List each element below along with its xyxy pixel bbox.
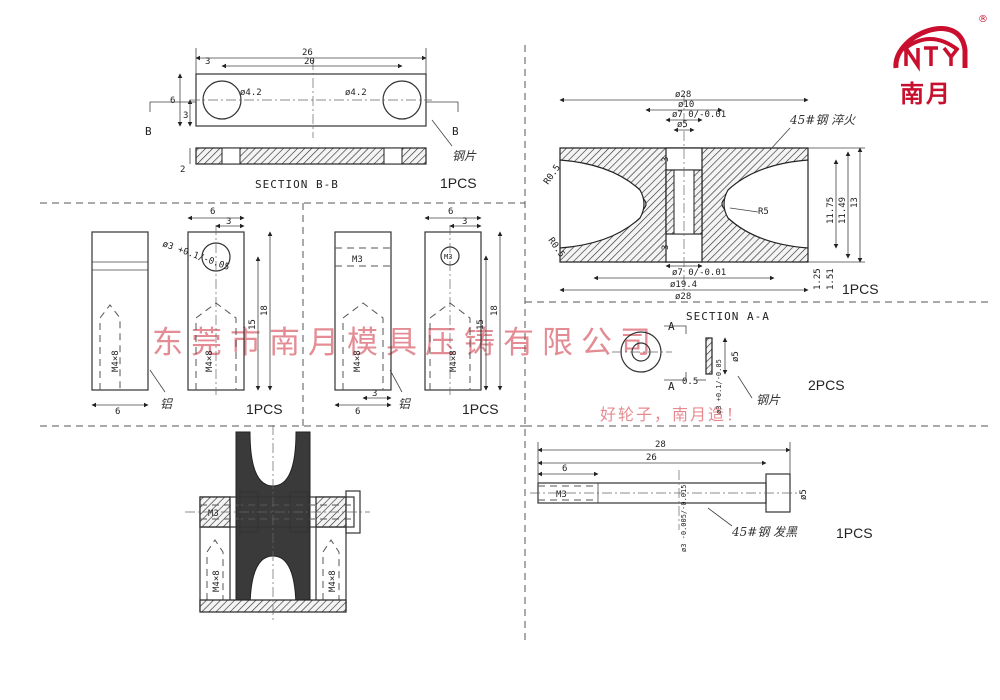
wheel-dim-outer-dia-top: ø28	[675, 90, 691, 100]
logo-emblem-icon	[893, 26, 968, 69]
logo-brand-name: 南月	[900, 80, 952, 108]
pin-dim-shank: 26	[646, 453, 657, 463]
cut-label-a-top: A	[668, 320, 676, 333]
pin-thread-label: M3	[556, 490, 567, 500]
dim-hole-height: 3	[183, 111, 188, 121]
section-aa-washer-view: SECTION A-A A A 0.5 ø5 ø3 +0.1/-0.05 钢片 …	[612, 310, 845, 414]
cut-label-b-right: B	[452, 125, 460, 138]
bracket-right-qty: 1PCS	[462, 401, 499, 417]
dim-hole-dia-left: ø4.2	[240, 88, 262, 98]
wheel-dim-bearing-dia-bottom: ø7 0/-0.01	[672, 268, 726, 278]
bracket-right-dim-top-width: 6	[448, 207, 453, 217]
wheel-dim-groove-dia: ø19.4	[670, 280, 697, 290]
dim-plate-height: 6	[170, 96, 175, 106]
pin-dim-head-dia: ø5	[799, 489, 809, 500]
washer-dim-outer-dia: ø5	[731, 351, 741, 362]
wheel-note-material: 45#钢 淬火	[789, 113, 856, 127]
plate-hole-right	[382, 80, 422, 120]
wheel-dim-1-51: 1.51	[826, 268, 836, 290]
wheel-dim-groove-radius: R5	[758, 207, 769, 217]
note-steel-plate: 钢片	[452, 149, 477, 163]
washer-dim-bore-dia: ø3 +0.1/-0.05	[715, 359, 723, 414]
bracket-right-view: M3 M4×8 6 3 铝 M3 M4×8 6 3 15 18 1PCS	[334, 207, 503, 417]
bracket-left-dim-15: 15	[248, 319, 258, 330]
bracket-left-note-material: 铝	[160, 397, 174, 411]
section-aa-title: SECTION A-A	[686, 310, 770, 323]
company-logo: 南月 ®	[893, 14, 988, 108]
dim-overall-width: 26	[302, 48, 313, 58]
section-aa-qty: 2PCS	[808, 377, 845, 393]
cut-label-a-bottom: A	[668, 380, 676, 393]
bracket-right-dim-18: 18	[490, 305, 500, 316]
bracket-left-dim-width: 6	[115, 407, 120, 417]
logo-emblem-arc-icon	[901, 37, 960, 52]
watermark-slogan: 好轮子，南月造！	[600, 405, 744, 424]
assembly-right-thread: M4×8	[328, 570, 338, 592]
bracket-left-thread: M4×8	[205, 350, 215, 372]
washer-dim-thickness: 0.5	[682, 377, 698, 387]
bracket-left-side-thread: M4×8	[111, 350, 121, 372]
assembly-view: M3 M4×8 M4×8	[185, 425, 370, 622]
bracket-right-side-m3: M3	[352, 255, 363, 265]
wheel-dim-outer-dia-bottom: ø28	[675, 292, 691, 302]
section-bb-title: SECTION B-B	[255, 178, 339, 191]
pin-dim-thread-length: 6	[562, 464, 567, 474]
bracket-left-dim-hole-dia: ø3 +0.1/-0.05	[161, 239, 231, 272]
pin-dim-shank-dia: ø3 -0.005/-0.015	[680, 485, 688, 552]
wheel-dim-11-75: 11.49	[838, 197, 848, 224]
section-bb-qty: 1PCS	[440, 175, 477, 191]
bracket-right-note-material: 铝	[398, 397, 412, 411]
assembly-left-thread: M4×8	[212, 570, 222, 592]
section-bb-section-view: 2 SECTION B-B 1PCS	[180, 147, 477, 191]
wheel-dim-bearing-depth-bottom: 3	[661, 245, 671, 250]
wheel-dim-hub-dia: ø10	[678, 100, 694, 110]
bracket-right-dim-offset: 3	[372, 389, 377, 399]
bracket-right-side-thread: M4×8	[353, 350, 363, 372]
bracket-left-qty: 1PCS	[246, 401, 283, 417]
bracket-left-dim-top-width: 6	[210, 207, 215, 217]
wheel-dim-11-49: 11.75	[826, 197, 836, 224]
watermark-company: 东莞市南月模具压铸有限公司	[152, 325, 659, 361]
dim-plate-thickness: 2	[180, 165, 185, 175]
bracket-right-dim-hole-offset: 3	[462, 217, 467, 227]
watermark: 东莞市南月模具压铸有限公司 好轮子，南月造！	[152, 325, 744, 424]
bracket-right-front-m3: M3	[444, 253, 452, 261]
wheel-section-view: ø28 ø10 ø7 0/-0.01 ø5 3 3 R0.5 R0.5 R5 1…	[542, 90, 878, 302]
bracket-right-front-thread: M4×8	[449, 350, 459, 372]
logo-emblem-letters-icon	[904, 42, 960, 72]
section-bb-plate-view: 26 20 3 6 3 ø4.2 ø4.2 B B 钢片	[145, 48, 477, 163]
dim-hole-offset: 3	[205, 57, 210, 67]
dim-hole-spacing: 20	[304, 57, 315, 67]
plate-hole-left	[202, 80, 242, 120]
dim-hole-dia-right: ø4.2	[345, 88, 367, 98]
pin-view: M3 28 26 6 ø5 ø3 -0.005/-0.015 45#钢 发黑 1…	[530, 440, 873, 552]
bracket-right-dim-width: 6	[355, 407, 360, 417]
cut-label-b-left: B	[145, 125, 153, 138]
wheel-dim-1-25: 1.25	[813, 268, 823, 290]
bracket-left-view: 6 M4×8 6 3 ø3 +0.1/-0.05 15 18 M4×8 铝 1P…	[91, 207, 283, 417]
sheet-grid	[40, 45, 990, 640]
bracket-left-dim-18: 18	[260, 305, 270, 316]
wheel-dim-bore-dia: ø5	[677, 120, 688, 130]
logo-registered-mark: ®	[978, 14, 988, 25]
pin-qty: 1PCS	[836, 525, 873, 541]
bracket-right-dim-15: 15	[476, 319, 486, 330]
wheel-dim-bearing-dia-top: ø7 0/-0.01	[672, 110, 726, 120]
wheel-qty: 1PCS	[842, 281, 879, 297]
pin-dim-overall: 28	[655, 440, 666, 450]
washer-note-material: 钢片	[756, 393, 781, 407]
wheel-dim-13: 13	[850, 197, 860, 208]
bracket-left-dim-hole-offset: 3	[226, 217, 231, 227]
wheel-dim-bearing-depth-top: 3	[661, 157, 671, 162]
assembly-thread-label: M3	[208, 509, 219, 519]
pin-note-material: 45#钢 发黑	[731, 525, 798, 539]
